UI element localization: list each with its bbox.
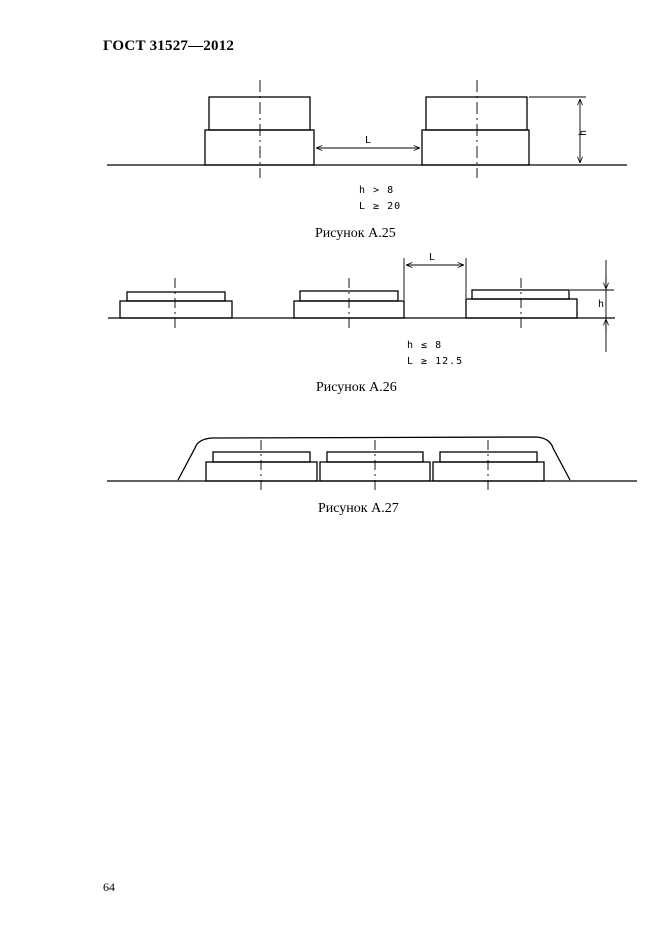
block-left-bottom [204, 129, 315, 166]
figure-a27-drawing [107, 436, 637, 494]
figure-a25-drawing [107, 80, 627, 178]
condition-l: L ≥ 12.5 [407, 356, 464, 367]
dim-label-h: h [578, 130, 589, 136]
figure-caption: Рисунок А.27 [318, 501, 399, 516]
block-1-bottom [205, 461, 318, 482]
cover-outline [177, 436, 571, 481]
figure-caption: Рисунок А.26 [316, 380, 397, 395]
page-number: 64 [103, 880, 115, 894]
block-1-top [212, 451, 311, 463]
dim-label-h: h [598, 299, 604, 310]
figure-caption: Рисунок А.25 [315, 226, 396, 241]
block-3-bottom [432, 461, 545, 482]
condition-l: L ≥ 20 [359, 201, 402, 212]
block-left-top [208, 96, 311, 131]
condition-h: h ≤ 8 [407, 340, 443, 351]
block-3-bottom [465, 298, 578, 319]
block-right-bottom [421, 129, 530, 166]
dim-label-l: L [429, 252, 435, 263]
block-1-bottom [119, 300, 233, 319]
dim-label-l: L [365, 135, 371, 146]
figure-a26-drawing [108, 258, 615, 352]
document-header: ГОСТ 31527—2012 [103, 38, 235, 54]
block-3-top [439, 451, 538, 463]
block-1-top [126, 291, 226, 302]
block-3-top [471, 289, 570, 300]
block-right-top [425, 96, 528, 131]
condition-h: h > 8 [359, 185, 395, 196]
